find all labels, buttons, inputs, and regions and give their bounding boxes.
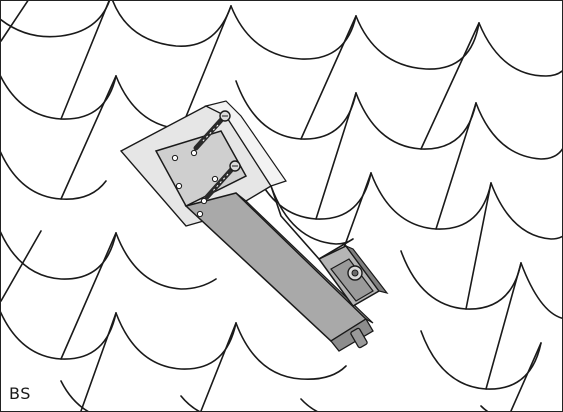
- upper-screw: [193, 110, 231, 151]
- figure-caption: BS: [9, 384, 31, 403]
- roof-hook-bracket: [154, 130, 374, 352]
- rail-clamp: [317, 244, 389, 349]
- clamp-bolt-icon: [350, 327, 368, 349]
- foreground-tiles: [270, 185, 354, 260]
- lower-screw: [204, 160, 241, 200]
